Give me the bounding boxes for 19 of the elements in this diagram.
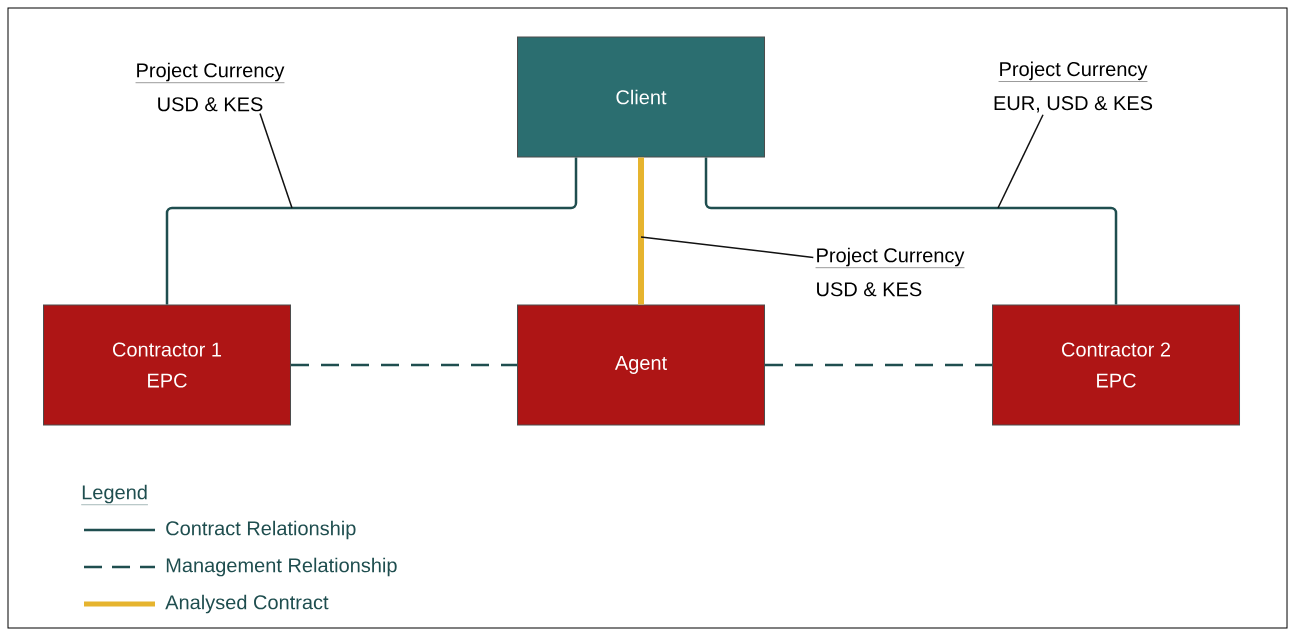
legend-text: Contract Relationship	[166, 520, 356, 540]
leader-line	[640, 236, 815, 259]
leader-line	[997, 114, 1044, 209]
entity-box: Contractor 1 EPC	[43, 304, 291, 426]
connector	[638, 157, 644, 305]
leader-line	[259, 112, 293, 209]
connector	[165, 157, 578, 305]
entity-box: Agent	[517, 304, 765, 426]
legend-text: Management Relationship	[166, 557, 397, 577]
legend-text: Analysed Contract	[165, 594, 329, 614]
connector	[704, 157, 1118, 305]
legend-heading: Legend	[81, 484, 149, 505]
currency-note: Project Currency EUR, USD & KES	[994, 61, 1153, 113]
entity-box: Client	[517, 36, 765, 158]
dashed-connector	[765, 363, 992, 367]
entity-box: Contractor 2 EPC	[992, 304, 1240, 426]
currency-note: Project Currency USD & KES	[815, 247, 965, 297]
dashed-connector	[291, 363, 517, 367]
currency-note: Project Currency USD & KES	[135, 62, 285, 112]
